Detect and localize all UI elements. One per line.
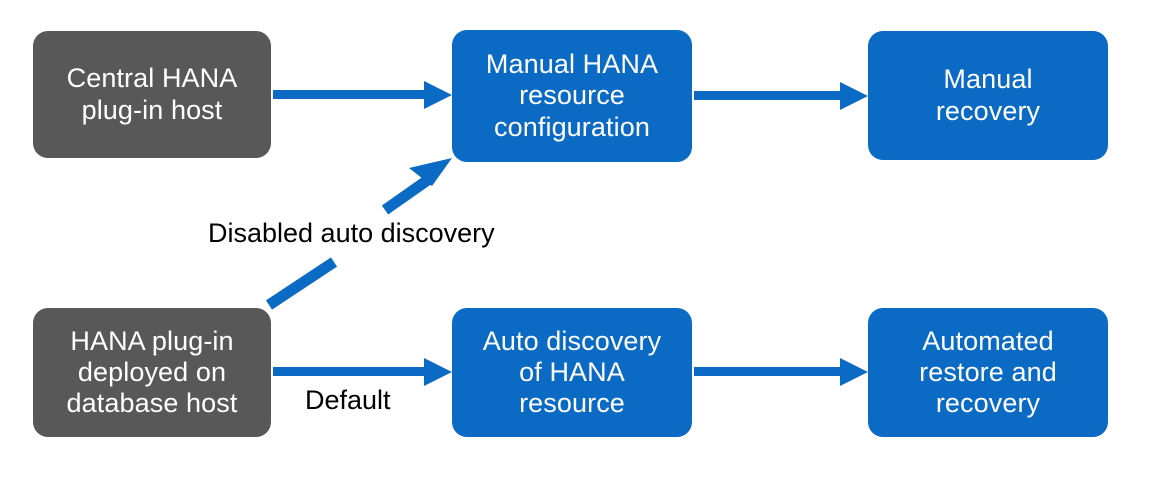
- arrow-central-to-manual-config: [273, 81, 452, 109]
- node-hana-plugin-deployed-on-database-host[interactable]: HANA plug-in deployed on database host: [33, 308, 271, 437]
- node-auto-discovery-of-hana-resource[interactable]: Auto discovery of HANA resource: [452, 308, 692, 437]
- edge-label-default: Default: [305, 385, 391, 415]
- arrow-auto-discovery-to-automated-restore: [694, 358, 868, 386]
- node-manual-recovery[interactable]: Manual recovery: [868, 31, 1108, 160]
- node-manual-hana-resource-configuration[interactable]: Manual HANA resource configuration: [452, 30, 692, 162]
- node-central-hana-plugin-host[interactable]: Central HANA plug-in host: [33, 31, 271, 158]
- arrow-manual-config-to-manual-recovery: [694, 82, 868, 110]
- edge-label-disabled-auto-discovery: Disabled auto discovery: [208, 218, 495, 248]
- arrow-plugin-db-to-auto-discovery: [273, 358, 452, 386]
- node-automated-restore-and-recovery[interactable]: Automated restore and recovery: [868, 308, 1108, 437]
